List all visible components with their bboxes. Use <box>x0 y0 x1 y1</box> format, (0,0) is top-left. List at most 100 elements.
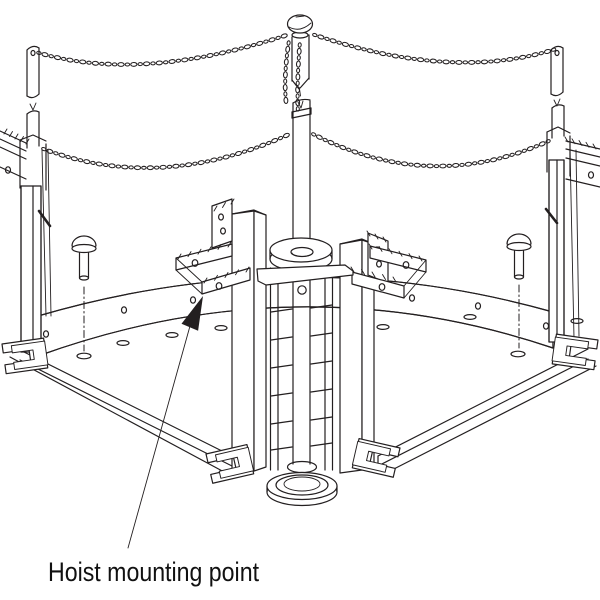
callout-arrowhead <box>181 296 203 331</box>
chain-link <box>502 154 510 160</box>
chain-link <box>411 56 417 61</box>
hoist-mounting-bracket-right <box>351 245 427 299</box>
serration-tick <box>368 243 373 250</box>
serration-tick <box>366 230 371 237</box>
chain-link <box>133 165 142 171</box>
chain-link <box>386 52 392 57</box>
bracket-hole <box>402 261 410 269</box>
chain-link <box>373 50 380 55</box>
bracket-hole <box>215 282 223 290</box>
chain-link <box>383 158 389 163</box>
chain-link <box>117 62 125 67</box>
chain-link <box>83 159 91 165</box>
corner-foot-left <box>1 337 49 375</box>
chain-link <box>446 163 453 168</box>
chain-link <box>283 65 288 72</box>
chain-link <box>95 161 103 167</box>
chain-link <box>280 33 288 39</box>
chain-link <box>533 144 539 149</box>
platform-base <box>9 276 597 474</box>
chain-link <box>188 56 194 61</box>
weld-tick <box>37 209 52 228</box>
serration-tick <box>207 246 212 253</box>
top-plate <box>211 198 233 249</box>
floor-hole <box>463 314 477 321</box>
chain-link <box>60 56 67 61</box>
chain-link <box>462 60 469 65</box>
serration-tick <box>217 243 222 250</box>
serration-tick <box>564 136 569 143</box>
chain-link <box>408 162 414 167</box>
chain-link <box>361 47 367 52</box>
chain-link <box>521 148 527 153</box>
chain-link <box>395 160 401 165</box>
rim-hole <box>42 330 50 338</box>
chain-link <box>217 156 223 161</box>
disc-plate <box>256 264 354 286</box>
center-mast <box>286 14 314 241</box>
chain-link <box>150 61 156 66</box>
chain-link <box>108 163 116 169</box>
column-rungs <box>270 304 333 451</box>
chain-link <box>231 47 239 53</box>
serration-tick <box>9 131 13 137</box>
chain-link <box>218 50 227 56</box>
chain-link <box>241 149 248 154</box>
chain-link <box>493 58 501 64</box>
chain-link <box>238 46 244 51</box>
chain-link <box>295 73 301 81</box>
chain-link <box>104 61 112 67</box>
chain-link <box>111 62 118 67</box>
hoist-mounting-bracket-left <box>175 243 251 295</box>
base-beam-left <box>9 349 235 474</box>
chain-link <box>128 165 134 170</box>
chain-eyelet <box>554 49 560 57</box>
chain-link <box>471 161 478 166</box>
chain-link <box>66 57 74 63</box>
serration-tick <box>571 138 576 145</box>
serration-tick <box>592 143 597 150</box>
chain-link <box>141 165 147 170</box>
serration-tick <box>350 266 355 273</box>
chain-link <box>339 144 347 151</box>
corner-rail-right <box>565 140 600 188</box>
chain-link <box>429 58 437 64</box>
chain-link <box>282 132 290 139</box>
chain-link <box>351 149 359 155</box>
chain-link <box>449 60 456 65</box>
serration-tick <box>213 205 218 212</box>
chain-link <box>413 162 421 168</box>
chain-link <box>204 159 211 164</box>
chain-link <box>53 55 62 61</box>
mast-knob <box>286 14 314 34</box>
chain-link <box>283 91 288 97</box>
chain-link <box>90 160 96 165</box>
chain-link <box>433 164 440 169</box>
rim-hole <box>120 306 128 314</box>
chain-link <box>500 58 507 63</box>
chain-link <box>282 83 288 92</box>
chain-link <box>193 55 201 61</box>
serration-tick <box>578 140 583 146</box>
front-foot-left <box>205 443 255 484</box>
serration-tick <box>374 233 379 240</box>
serration-tick <box>222 202 226 208</box>
guard-chains <box>36 32 557 171</box>
chain-link <box>295 60 301 68</box>
chain-link <box>48 54 54 59</box>
serration-tick <box>230 198 235 205</box>
serration-tick <box>235 269 239 276</box>
serration-tick <box>14 133 19 140</box>
serration-tick <box>25 138 30 145</box>
rim-hole <box>474 302 482 310</box>
chain-link <box>464 161 473 167</box>
front-feet <box>205 437 401 484</box>
post-lower-stub <box>551 104 565 139</box>
chain-link <box>404 55 412 61</box>
chain-link <box>210 157 218 163</box>
chain-eyelet <box>30 49 36 57</box>
flank-post-left <box>211 198 267 475</box>
chain-link <box>538 141 546 147</box>
chain-link <box>155 60 163 66</box>
